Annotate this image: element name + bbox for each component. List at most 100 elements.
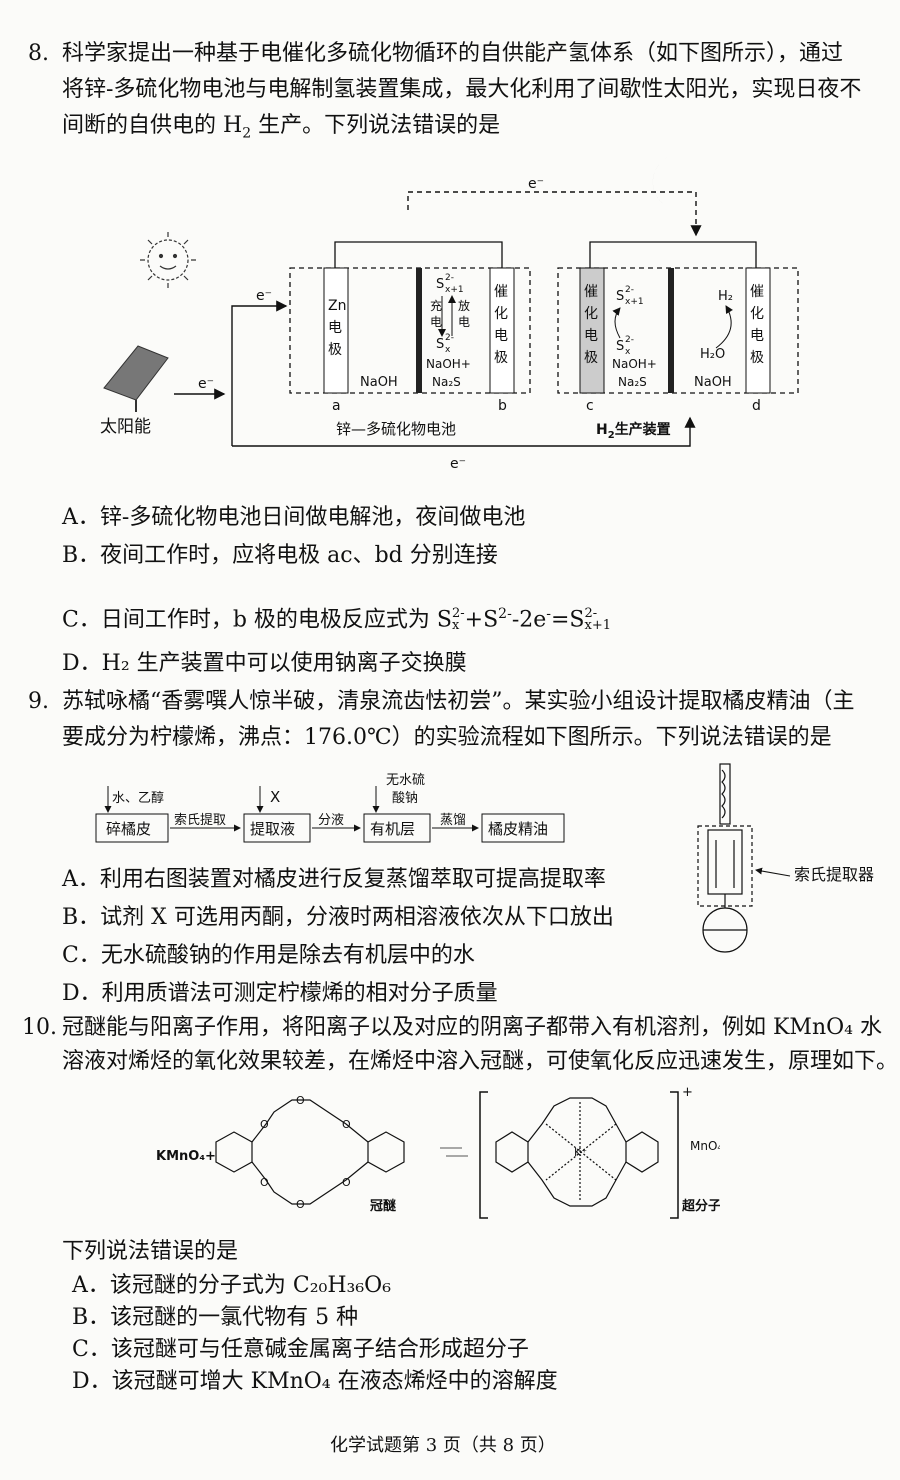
q10-option-a: A．该冠醚的分子式为 C₂₀H₃₆O₆ [72,1273,392,1298]
svg-text:+: + [682,1085,693,1100]
q10-option-c: C．该冠醚可与任意碱金属离子结合形成超分子 [72,1337,529,1362]
q9-line2: 要成分为柠檬烯，沸点：176.0℃）的实验流程如下图所示。下列说法错误的是 [62,725,832,750]
soxhlet-apparatus-icon [697,763,753,953]
page-footer: 化学试题第 3 页（共 8 页） [330,1435,556,1456]
svg-text:NaOH+: NaOH+ [426,357,471,371]
q9-number: 9. [28,689,49,714]
svg-text:电: 电 [328,320,342,336]
svg-text:电: 电 [494,328,508,344]
svg-text:Na₂S: Na₂S [432,375,461,389]
q8-line1: 科学家提出一种基于电催化多硫化物循环的自供能产氢体系（如下图所示），通过 [62,41,844,66]
q9-option-b: B．试剂 X 可选用丙酮，分液时两相溶液依次从下口放出 [62,905,614,930]
svg-text:电: 电 [584,328,598,344]
crown-ether-scheme: KMnO₄+ O O O O O O 冠醚 + K⁺ MnO₄⁻ 超分子 [156,1085,720,1219]
svg-text:NaOH: NaOH [360,375,398,390]
svg-text:蒸馏: 蒸馏 [440,813,466,828]
svg-text:索氏提取: 索氏提取 [174,812,226,828]
svg-text:x+1: x+1 [445,285,464,295]
svg-text:S: S [616,289,624,304]
solar-panel-icon [103,345,169,412]
q8-option-d: D．H₂ 生产装置中可以使用钠离子交换膜 [62,651,467,676]
permanganate-anion: MnO₄⁻ [690,1139,720,1153]
svg-text:O: O [260,1118,269,1131]
svg-text:x+1: x+1 [625,297,644,307]
moon-icon [652,154,684,211]
svg-text:极: 极 [494,350,508,366]
svg-text:O: O [342,1176,351,1189]
svg-text:c: c [586,398,594,414]
svg-text:S: S [436,337,444,352]
battery-label: 锌—多硫化物电池 [336,420,456,438]
svg-text:d: d [752,398,761,414]
q10-stem: 下列说法错误的是 [62,1239,239,1264]
kmno4-reagent: KMnO₄+ [156,1149,216,1164]
q9-option-c: C．无水硫酸钠的作用是除去有机层中的水 [62,943,475,968]
svg-text:电: 电 [750,328,764,344]
electron-left: e⁻ [256,288,272,304]
q10-line1: 冠醚能与阳离子作用，将阳离子以及对应的阴离子都带入有机溶剂，例如 KMnO₄ 水 [62,1015,882,1040]
svg-text:S: S [436,277,444,292]
svg-text:H₂: H₂ [718,289,733,304]
svg-text:2-: 2- [625,335,634,345]
electrochem-diagram: e⁻ 太阳能 e⁻ e⁻ e⁻ Zn 电 极 NaOH S 2- x+1 充 电… [100,154,799,472]
q8-number: 8. [28,41,49,66]
flow-box-1: 碎橘皮 [106,820,151,838]
q10-option-b: B．该冠醚的一氯代物有 5 种 [72,1305,359,1330]
svg-text:水、乙醇: 水、乙醇 [112,790,164,806]
q8-line2: 将锌-多硫化物电池与电解制氢装置集成，最大化利用了间歇性太阳光，实现日夜不 [62,77,862,102]
svg-text:O: O [342,1118,351,1131]
svg-text:极: 极 [328,342,342,358]
svg-text:电: 电 [430,315,442,329]
svg-text:X: X [270,788,280,806]
svg-text:化: 化 [584,306,598,322]
extraction-flowchart: 水、乙醇 X 无水硫 酸钠 碎橘皮 索氏提取 提取液 分液 有机层 蒸馏 橘皮精… [95,763,874,953]
sun-icon [140,232,196,288]
svg-text:2-: 2- [445,273,454,283]
solar-label: 太阳能 [100,417,151,437]
electron-solar: e⁻ [198,376,214,392]
svg-text:酸钠: 酸钠 [392,791,418,806]
svg-text:分液: 分液 [318,813,344,828]
svg-text:H₂O: H₂O [700,347,725,362]
svg-text:O: O [260,1176,269,1189]
svg-text:极: 极 [584,350,598,366]
svg-text:充: 充 [430,298,442,313]
svg-text:S: S [616,339,624,354]
svg-text:电: 电 [458,315,470,329]
q8-option-a: A．锌-多硫化物电池日间做电解池，夜间做电池 [62,505,526,530]
svg-text:O: O [296,1094,305,1107]
q10-number: 10. [22,1015,57,1040]
svg-text:O: O [296,1198,305,1211]
svg-text:无水硫: 无水硫 [386,773,425,788]
h2-device-label: H2生产装置 [596,421,671,441]
q9-option-d: D．利用质谱法可测定柠檬烯的相对分子质量 [62,981,498,1006]
q8-option-b: B．夜间工作时，应将电极 ac、bd 分别连接 [62,543,498,568]
svg-text:化: 化 [494,306,508,322]
crown-ether-structure [215,1099,405,1205]
electron-bottom: e⁻ [450,456,466,472]
svg-text:NaOH: NaOH [694,375,732,390]
q10-line2: 溶液对烯烃的氧化效果较差，在烯烃中溶入冠醚，可使氧化反应迅速发生，原理如下。 [62,1049,899,1074]
svg-text:化: 化 [750,306,764,322]
svg-text:催: 催 [750,284,764,300]
svg-text:放: 放 [458,298,470,313]
electron-top: e⁻ [528,176,544,192]
svg-text:b: b [498,398,507,414]
soxhlet-label: 索氏提取器 [794,865,874,884]
svg-text:2-: 2- [625,285,634,295]
svg-text:催: 催 [584,284,598,300]
svg-text:极: 极 [750,350,764,366]
potassium-ion: K⁺ [574,1146,587,1159]
q9-option-a: A．利用右图装置对橘皮进行反复蒸馏萃取可提高提取率 [62,867,606,892]
crown-label: 冠醚 [370,1198,397,1214]
q10-option-d: D．该冠醚可增大 KMnO₄ 在液态烯烃中的溶解度 [72,1369,558,1394]
svg-text:a: a [332,398,341,414]
q9-line1: 苏轼咏橘“香雾噀人惊半破，清泉流齿怯初尝”。某实验小组设计提取橘皮精油（主 [62,689,855,714]
svg-text:NaOH+: NaOH+ [612,357,657,371]
q8-line3: 间断的自供电的 H2 生产。下列说法错误的是 [62,113,501,142]
flow-box-3: 有机层 [370,820,415,838]
svg-text:Zn: Zn [328,298,346,314]
svg-text:催: 催 [494,284,508,300]
svg-text:Na₂S: Na₂S [618,375,647,389]
svg-text:x: x [445,345,451,355]
